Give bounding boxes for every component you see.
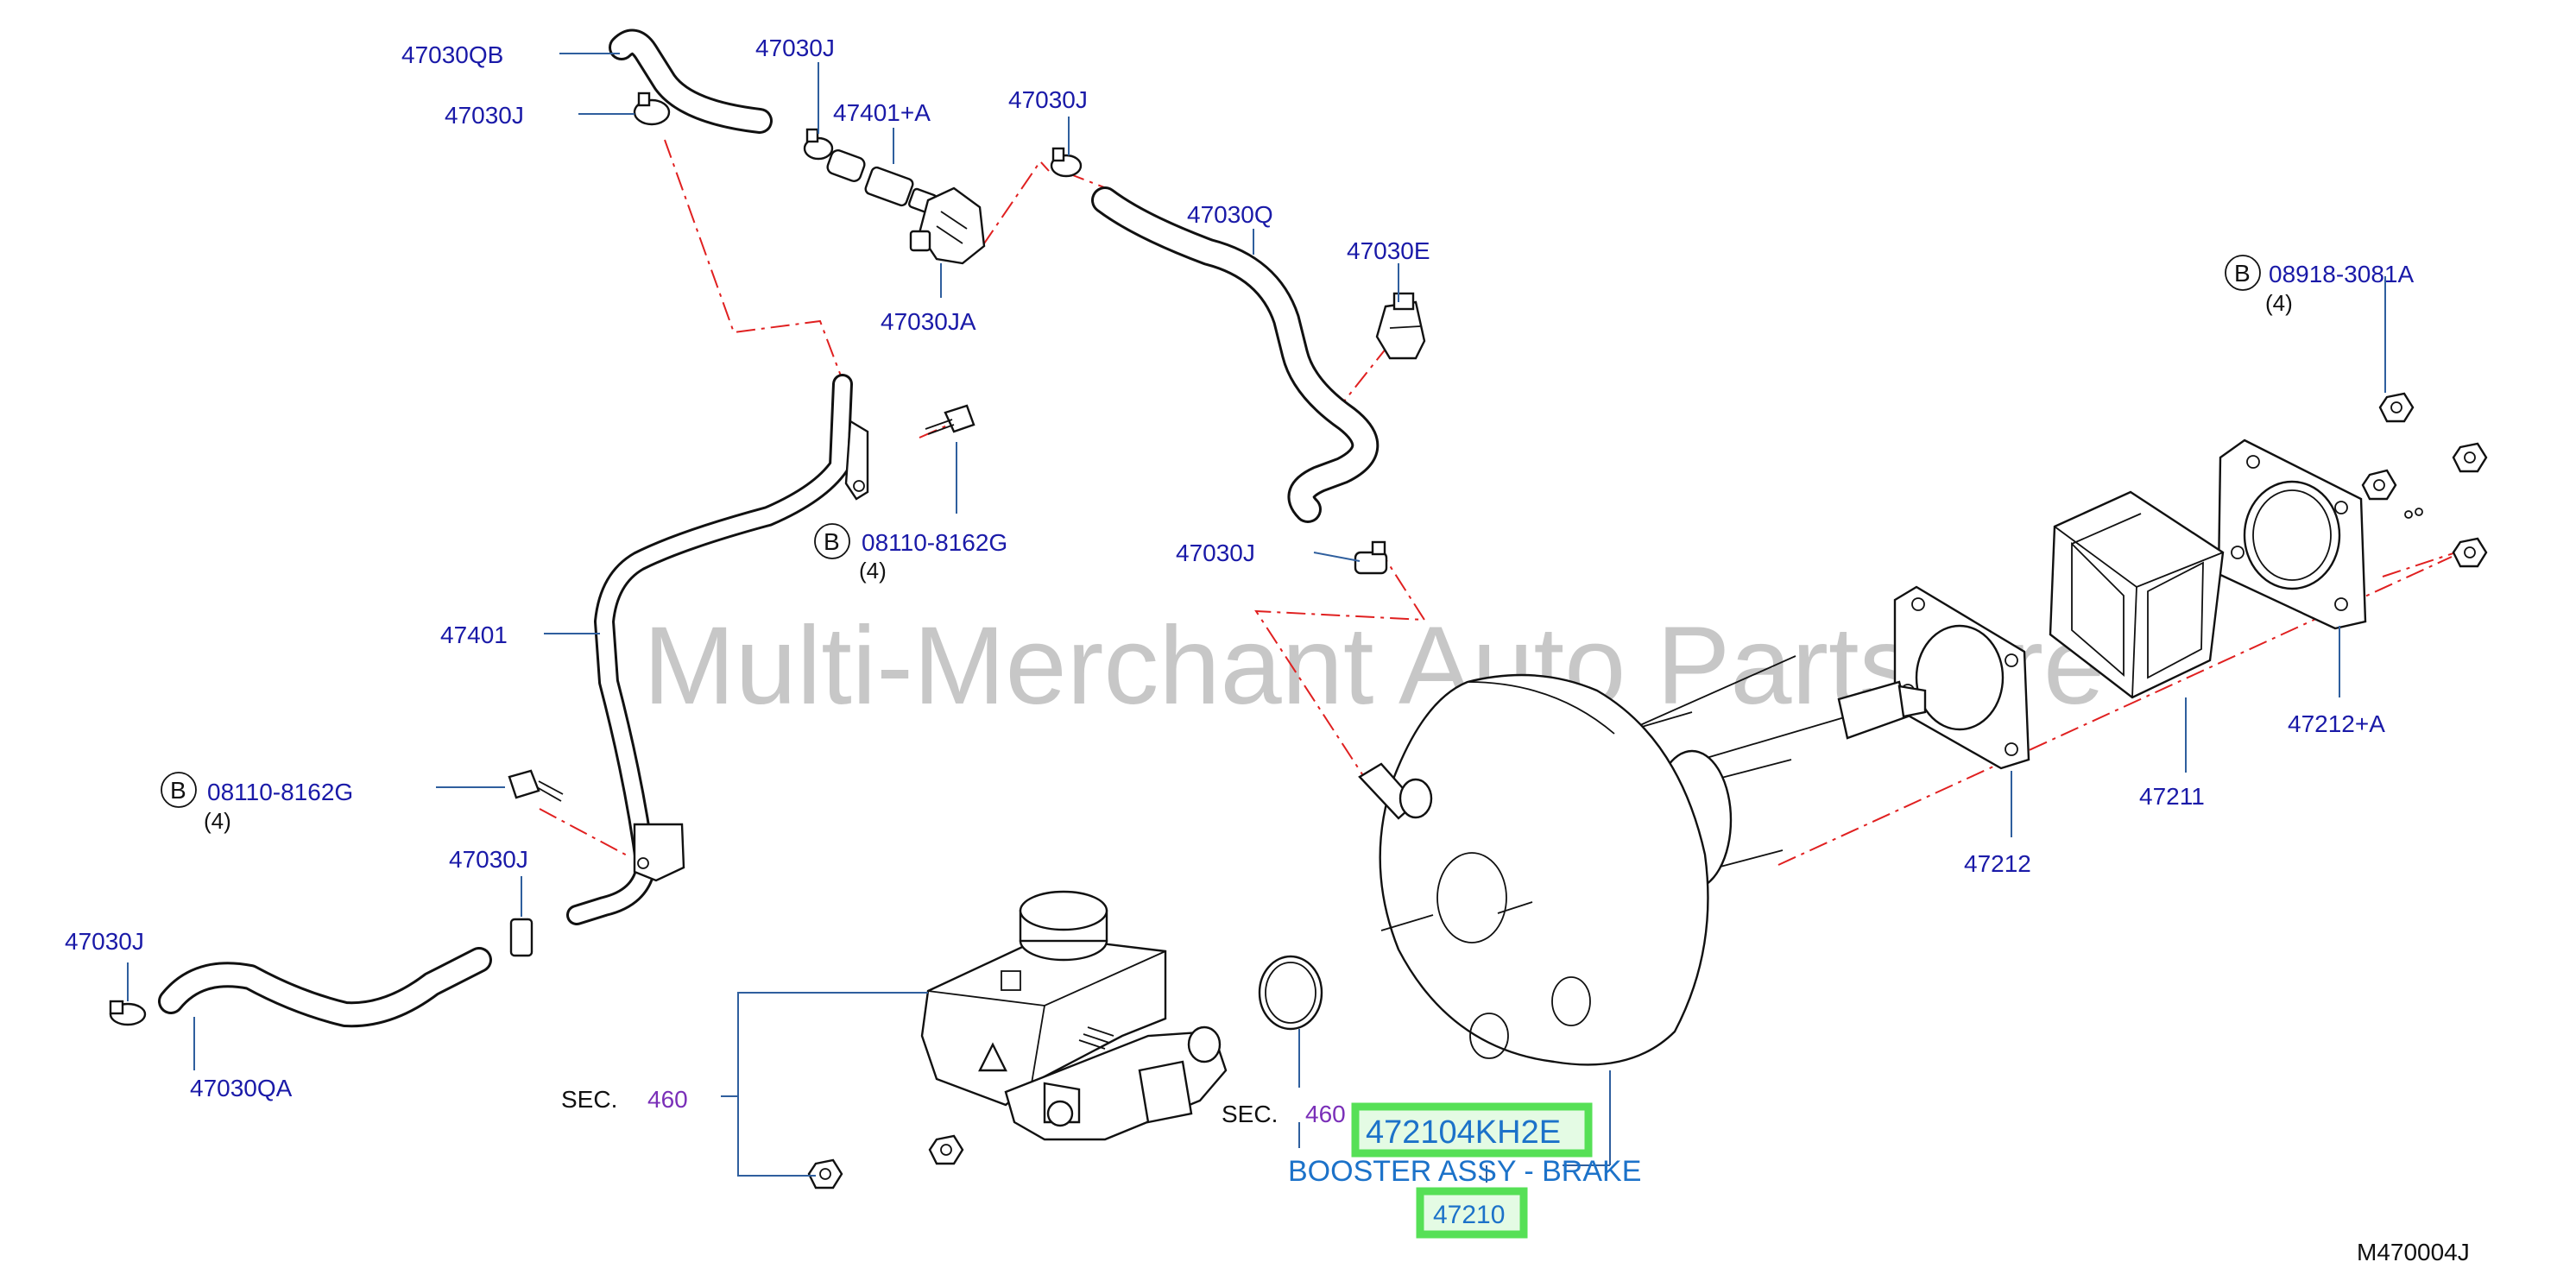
master-cylinder-nut-2 (807, 1158, 843, 1190)
leader-lines (127, 53, 2386, 1183)
brake-booster-47210[interactable] (1358, 655, 1927, 1066)
circle-b-1 (2225, 255, 2261, 291)
clamp-47030J-upper[interactable] (803, 128, 834, 161)
clamp-47030J-lower[interactable] (509, 918, 534, 957)
label-sec-b: SEC. (1222, 1101, 1278, 1127)
label-08918-3081A[interactable]: 08918-3081A (2269, 261, 2414, 287)
hose-47030Q[interactable] (1091, 186, 1380, 523)
label-47030J-mid[interactable]: 47030J (1176, 540, 1255, 566)
label-47030J-top[interactable]: 47030J (445, 102, 524, 129)
nut-08918-3081A-4[interactable] (2452, 537, 2488, 568)
circle-b-2 (814, 523, 850, 559)
hose-47030QB[interactable] (609, 28, 773, 134)
nut-08918-3081A-3[interactable] (2452, 442, 2488, 473)
highlight-box-part-number (1351, 1102, 1593, 1158)
hose-bracket-upper (844, 419, 869, 501)
clamp-47030J-top[interactable] (633, 92, 671, 126)
label-47212A[interactable]: 47212+A (2288, 710, 2385, 737)
master-cylinder-nut-1 (928, 1134, 964, 1165)
highlight-part-number[interactable]: 472104KH2E (1366, 1114, 1561, 1151)
qty-08918-3081A: (4) (2265, 290, 2293, 316)
clamp-47030J-upper-right[interactable] (1050, 147, 1083, 178)
gasket-47212A[interactable] (2217, 439, 2367, 630)
label-47030J-lower[interactable]: 47030J (449, 846, 528, 873)
label-sec-b-num[interactable]: 460 (1305, 1101, 1346, 1127)
nut-08918-3081A-2[interactable] (2361, 469, 2397, 501)
label-47212[interactable]: 47212 (1964, 850, 2031, 877)
qty-08110-8162G-upper: (4) (859, 558, 887, 584)
circle-b-1-letter: B (2234, 260, 2251, 287)
label-47401A[interactable]: 47401+A (833, 99, 931, 126)
label-47030J-upper-right[interactable]: 47030J (1008, 86, 1088, 113)
check-valve-47401A[interactable] (825, 148, 938, 215)
part-labels: 47030QB 47030J 47030J 47401+A 47030J 470… (65, 35, 2414, 1127)
circle-b-2-letter: B (824, 528, 840, 555)
bolt-08110-8162G-lower[interactable] (508, 769, 564, 802)
nut-08918-3081A-1[interactable] (2378, 392, 2415, 423)
label-47030J-left[interactable]: 47030J (65, 928, 144, 955)
diagram-code: M470004J (2357, 1239, 2470, 1265)
label-47211[interactable]: 47211 (2139, 783, 2205, 810)
qty-08110-8162G-lower: (4) (204, 808, 231, 834)
label-47030E[interactable]: 47030E (1347, 237, 1430, 264)
connector-47030JA[interactable] (909, 186, 986, 265)
highlighted-part: 472104KH2E BOOSTER ASSY - BRAKE 47210 (1288, 1102, 1641, 1239)
hose-bracket-lower (633, 823, 685, 882)
label-47030QA[interactable]: 47030QA (190, 1075, 293, 1101)
highlight-box-ref (1416, 1187, 1528, 1239)
label-08110-8162G-upper[interactable]: 08110-8162G (862, 529, 1007, 556)
label-sec-a-num[interactable]: 460 (647, 1086, 688, 1113)
circle-b-3-letter: B (170, 777, 186, 804)
hose-47030QA[interactable] (158, 947, 492, 1028)
label-sec-a: SEC. (561, 1086, 617, 1113)
label-47030QB[interactable]: 47030QB (401, 41, 503, 68)
connector-47030E[interactable] (1375, 292, 1426, 360)
clamp-47030J-mid[interactable] (1354, 540, 1388, 575)
highlight-description: BOOSTER ASSY - BRAKE (1288, 1155, 1641, 1188)
highlight-ref-number[interactable]: 47210 (1433, 1201, 1505, 1229)
master-cylinder (920, 890, 1228, 1141)
label-47030J-upper[interactable]: 47030J (755, 35, 835, 61)
clamp-47030J-left[interactable] (109, 1000, 147, 1026)
label-47401[interactable]: 47401 (440, 622, 508, 648)
label-47030Q[interactable]: 47030Q (1187, 201, 1273, 228)
spacer-47211[interactable] (2049, 490, 2225, 699)
circle-b-3 (161, 772, 197, 808)
bolt-08110-8162G-upper[interactable] (925, 404, 975, 435)
label-47030JA[interactable]: 47030JA (881, 308, 976, 335)
label-08110-8162G-lower[interactable]: 08110-8162G (207, 779, 353, 805)
washers (2404, 508, 2423, 519)
o-ring[interactable] (1258, 955, 1323, 1031)
